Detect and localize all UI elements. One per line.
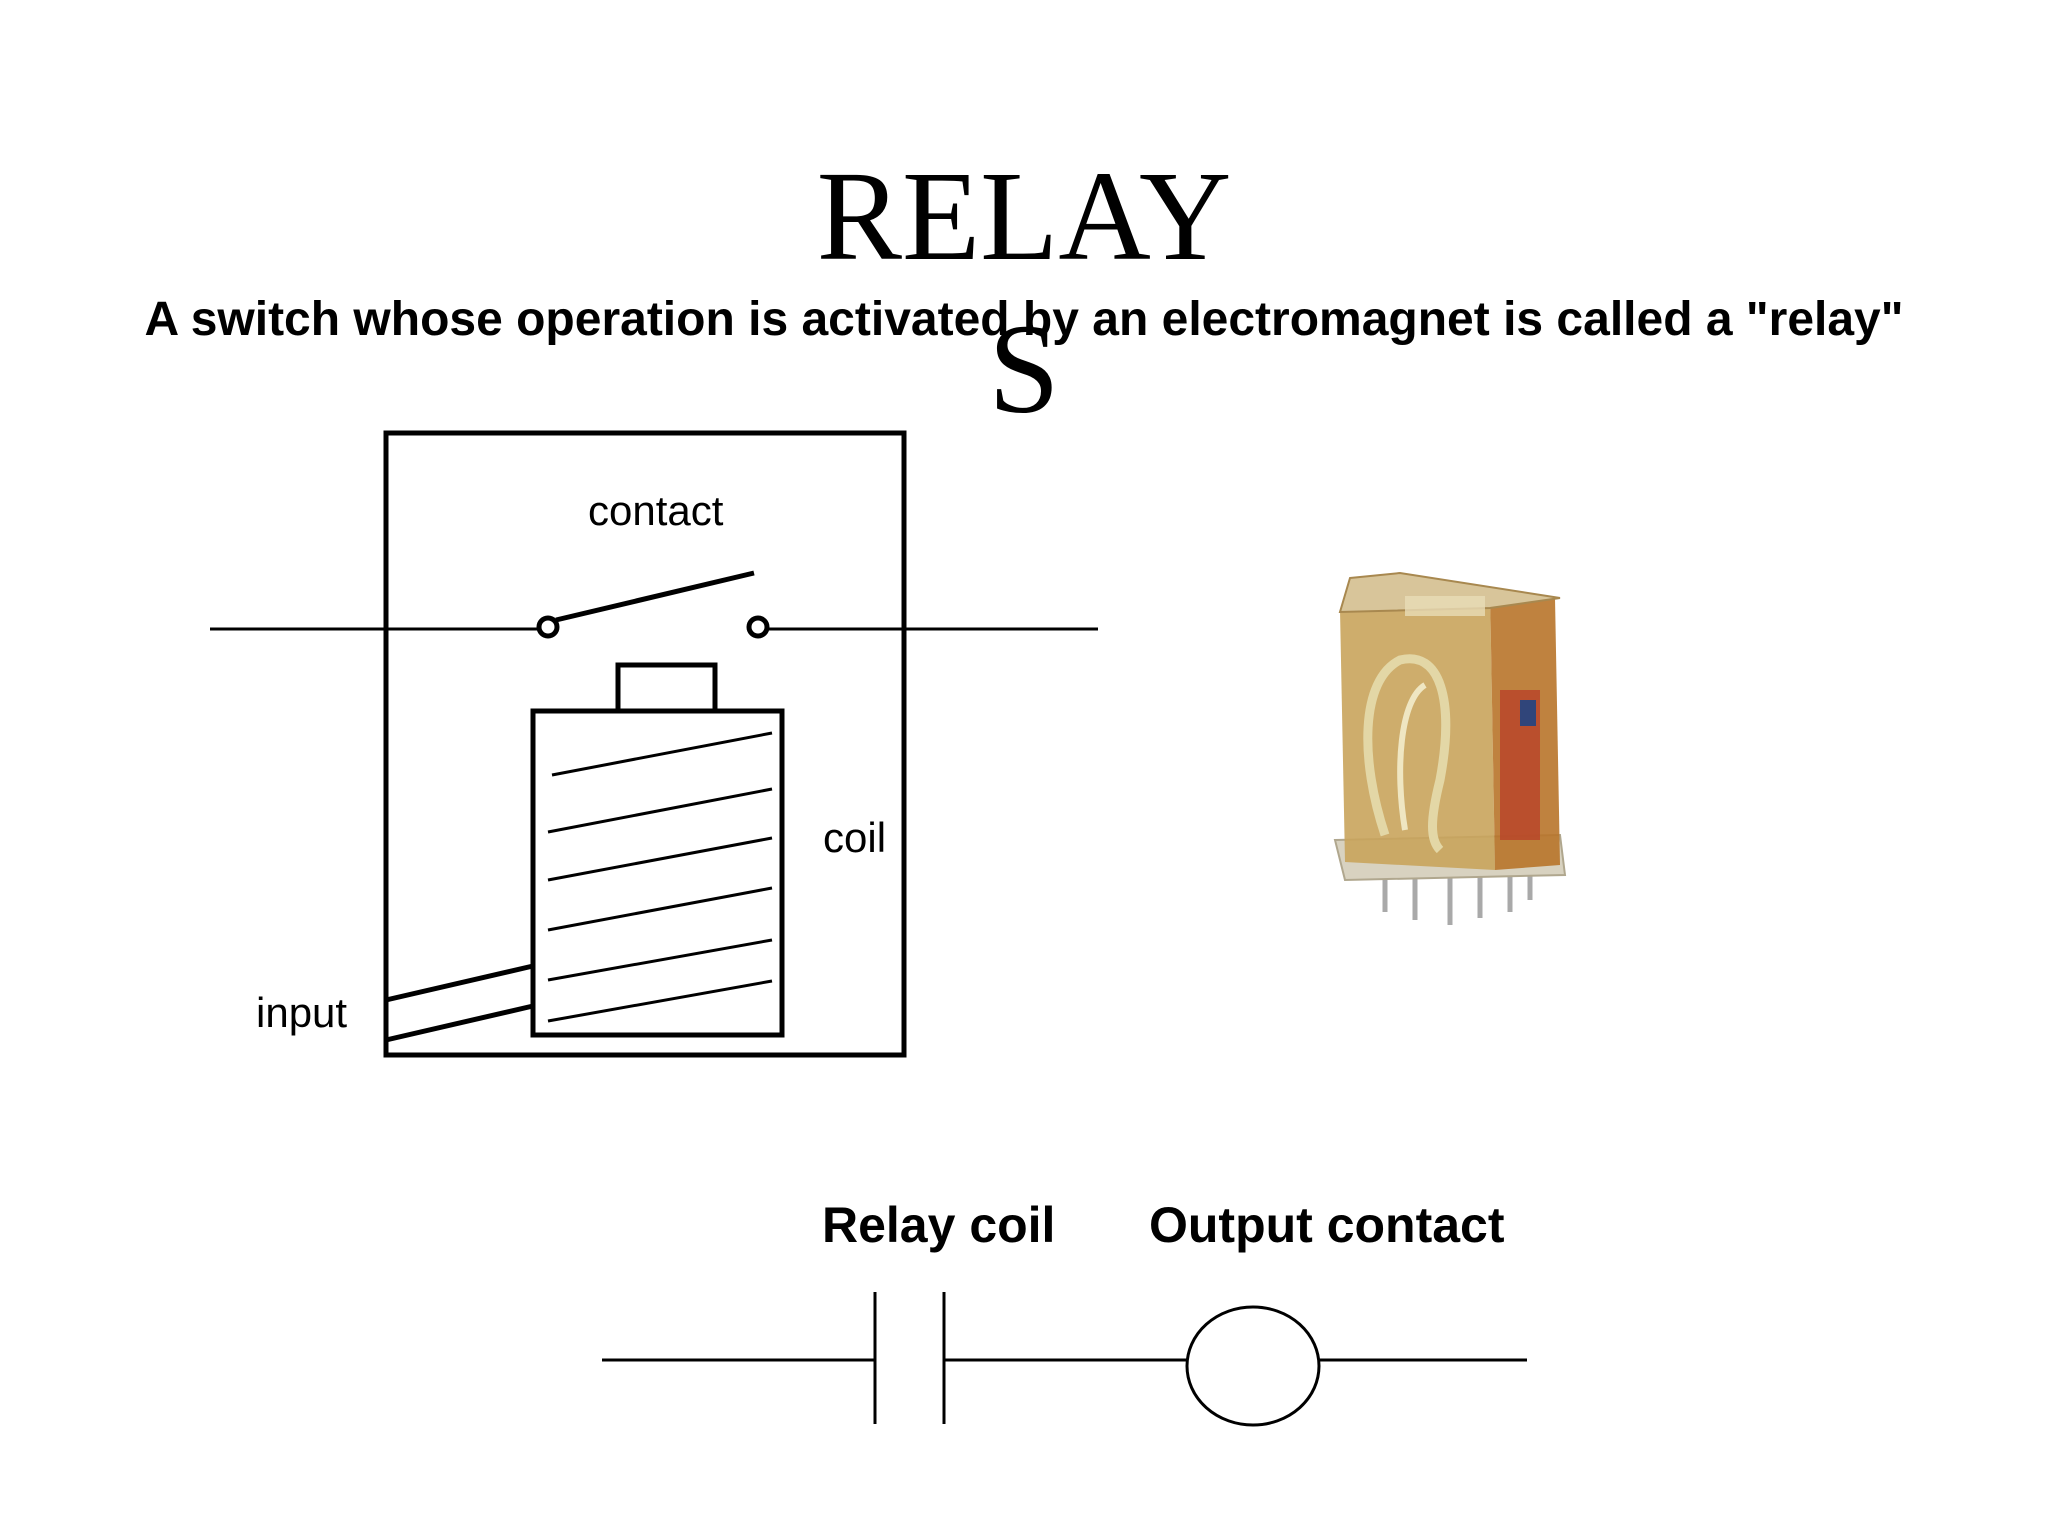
relay-blue-indicator (1520, 700, 1536, 726)
relay-case-front (1340, 590, 1495, 870)
slide-title-wrap: S (988, 298, 1060, 440)
label-output-contact: Output contact (1149, 1197, 1505, 1253)
contact-terminal-right (746, 615, 770, 639)
coil-windings (547, 731, 773, 1023)
slide-subtitle: A switch whose operation is activated by… (144, 293, 1904, 346)
input-lead-lower (385, 1003, 534, 1043)
label-relay-coil: Relay coil (822, 1197, 1056, 1253)
relay-coil-wire-2 (1397, 682, 1427, 831)
relay-case-top (1338, 571, 1561, 614)
coil-body (530, 708, 785, 1038)
label-input: input (256, 989, 348, 1036)
contact-terminal-left (536, 615, 560, 639)
output-coil-circle (1185, 1305, 1321, 1427)
switch-blade (555, 570, 755, 623)
label-coil: coil (823, 814, 887, 861)
relay-housing (383, 430, 907, 1058)
input-lead-upper (385, 963, 534, 1003)
relay-schematic (210, 430, 1098, 1058)
relay-photo-icon (1333, 571, 1567, 925)
ladder-diagram (602, 1292, 1527, 1427)
label-contact: contact (588, 487, 724, 534)
relay-coil-wire (1363, 654, 1451, 854)
slide-title: RELAY (816, 145, 1232, 287)
relay-label-strip (1405, 596, 1485, 616)
